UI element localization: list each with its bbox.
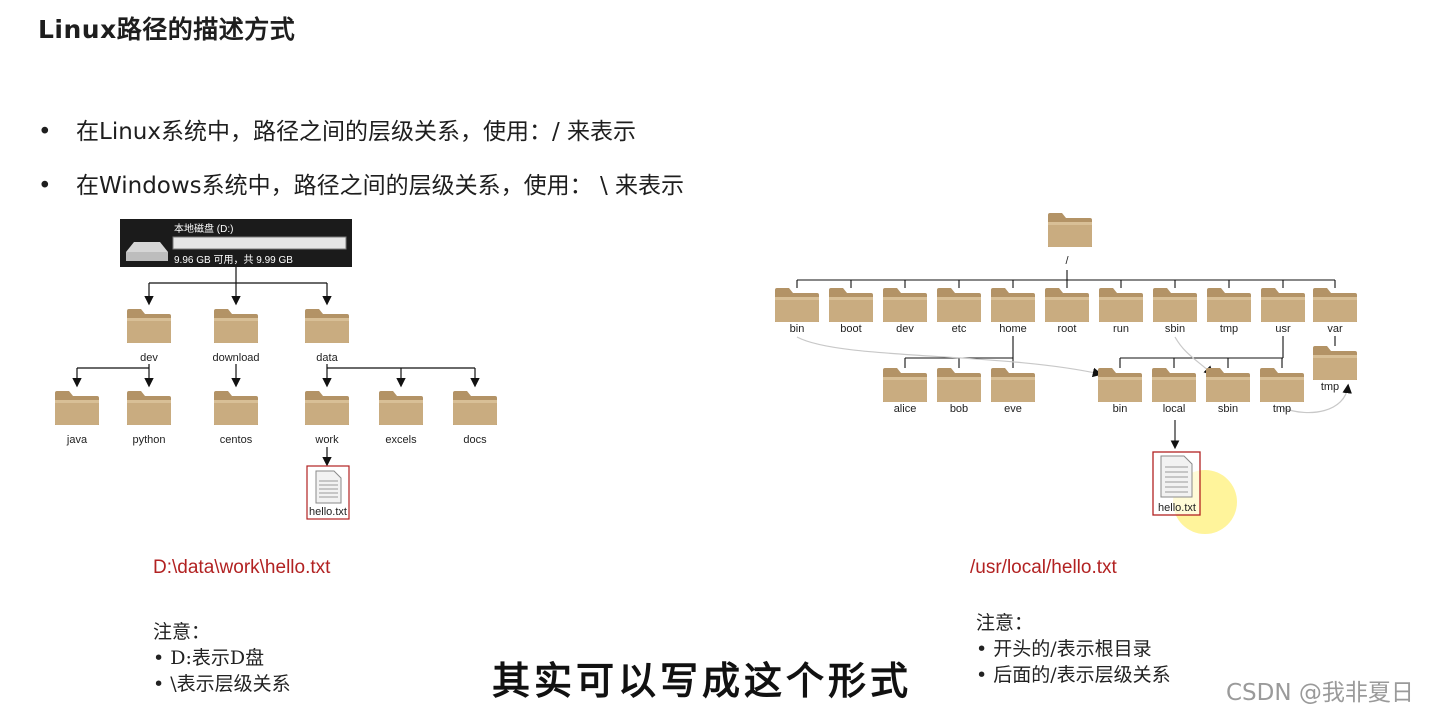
folder-icon [1313,346,1357,380]
windows-path: D:\data\work\hello.txt [153,557,331,578]
note-item: • \表示层级关系 [153,673,291,695]
folder-label-usr: usr [1275,323,1291,335]
folder-icon [305,309,349,343]
folder-label-eve: eve [1004,403,1022,415]
linux-path: /usr/local/hello.txt [970,557,1117,578]
bullet-dot-icon: • [38,173,52,199]
windows-tree: 本地磁盘 (D:) 9.96 GB 可用，共 9.99 GB dev downl… [55,219,497,520]
folder-label-excels: excels [385,434,417,446]
file-label: hello.txt [1158,502,1196,514]
drive-icon [126,242,168,261]
windows-note: 注意： • D:表示D盘 • \表示层级关系 [153,619,291,697]
folder-icon [127,309,171,343]
folder-icon [883,288,927,322]
folder-label-sbin: sbin [1165,323,1185,335]
folder-label-usr-bin: bin [1113,403,1128,415]
file-icon [306,465,350,520]
file-icon [1152,451,1201,516]
drive-name: 本地磁盘 (D:) [174,222,233,235]
folder-icon [127,391,171,425]
root-folder-icon [1048,213,1092,247]
bullet-windows: • 在Windows系统中，路径之间的层级关系，使用： \ 来表示 [38,166,684,200]
video-subtitle: 其实可以写成这个形式 [492,659,913,703]
bullet-dot-icon: • [38,119,52,145]
folder-label-run: run [1113,323,1129,335]
folder-icon [829,288,873,322]
root-label: / [1065,255,1069,267]
folder-icon [937,288,981,322]
folder-icon [453,391,497,425]
folder-icon [937,368,981,402]
folder-icon [214,309,258,343]
folder-label-work: work [314,434,339,446]
folder-icon [883,368,927,402]
folder-label-dev: dev [140,352,158,364]
folder-label-data: data [316,352,338,364]
folder-label-bob: bob [950,403,968,415]
note-item: • 开头的/表示根目录 [976,638,1152,660]
folder-icon [1098,368,1142,402]
folder-label-home: home [999,323,1027,335]
note-item: • D:表示D盘 [153,647,265,669]
folder-icon [1261,288,1305,322]
folder-icon [1099,288,1143,322]
folder-icon [55,391,99,425]
folder-label-download: download [212,352,259,364]
folder-icon [1206,368,1250,402]
note-title: 注意： [153,621,211,643]
folder-label-usr-sbin: sbin [1218,403,1238,415]
folder-label-python: python [132,434,165,446]
bullet-text: 在Windows系统中，路径之间的层级关系，使用： \ 来表示 [76,173,685,199]
folder-label-docs: docs [463,434,487,446]
drive-info: 9.96 GB 可用，共 9.99 GB [174,254,293,266]
drive-usage-bar [172,236,347,250]
note-title: 注意： [976,612,1034,634]
folder-label-alice: alice [894,403,917,415]
folder-label-bin: bin [790,323,805,335]
folder-label-var: var [1327,323,1343,335]
folder-label-boot: boot [840,323,861,335]
folder-icon [305,391,349,425]
note-item: • 后面的/表示层级关系 [976,664,1171,686]
folder-icon [991,288,1035,322]
watermark: CSDN @我非夏日 [1226,680,1414,706]
folder-label-etc: etc [952,323,967,335]
folder-icon [1260,368,1304,402]
linux-tree: / [775,213,1357,534]
folder-label-local: local [1163,403,1186,415]
folder-icon [1045,288,1089,322]
folder-icon [1153,288,1197,322]
folder-label-dev: dev [896,323,914,335]
folder-label-tmp: tmp [1220,323,1238,335]
folder-icon [214,391,258,425]
folder-label-centos: centos [220,434,253,446]
folder-icon [1152,368,1196,402]
bullet-text: 在Linux系统中，路径之间的层级关系，使用：/ 来表示 [76,119,637,145]
folder-icon [775,288,819,322]
folder-icon [1207,288,1251,322]
folder-icon [991,368,1035,402]
folder-label-var-tmp: tmp [1321,381,1339,393]
linux-note: 注意： • 开头的/表示根目录 • 后面的/表示层级关系 [976,610,1171,688]
folder-icon [379,391,423,425]
slide-title: Linux路径的描述方式 [38,15,296,44]
file-label: hello.txt [309,506,347,518]
folder-icon [1313,288,1357,322]
folder-label-java: java [66,434,88,446]
bullet-linux: • 在Linux系统中，路径之间的层级关系，使用：/ 来表示 [38,112,636,146]
folder-label-usr-tmp: tmp [1273,403,1291,415]
folder-label-root: root [1058,323,1077,335]
